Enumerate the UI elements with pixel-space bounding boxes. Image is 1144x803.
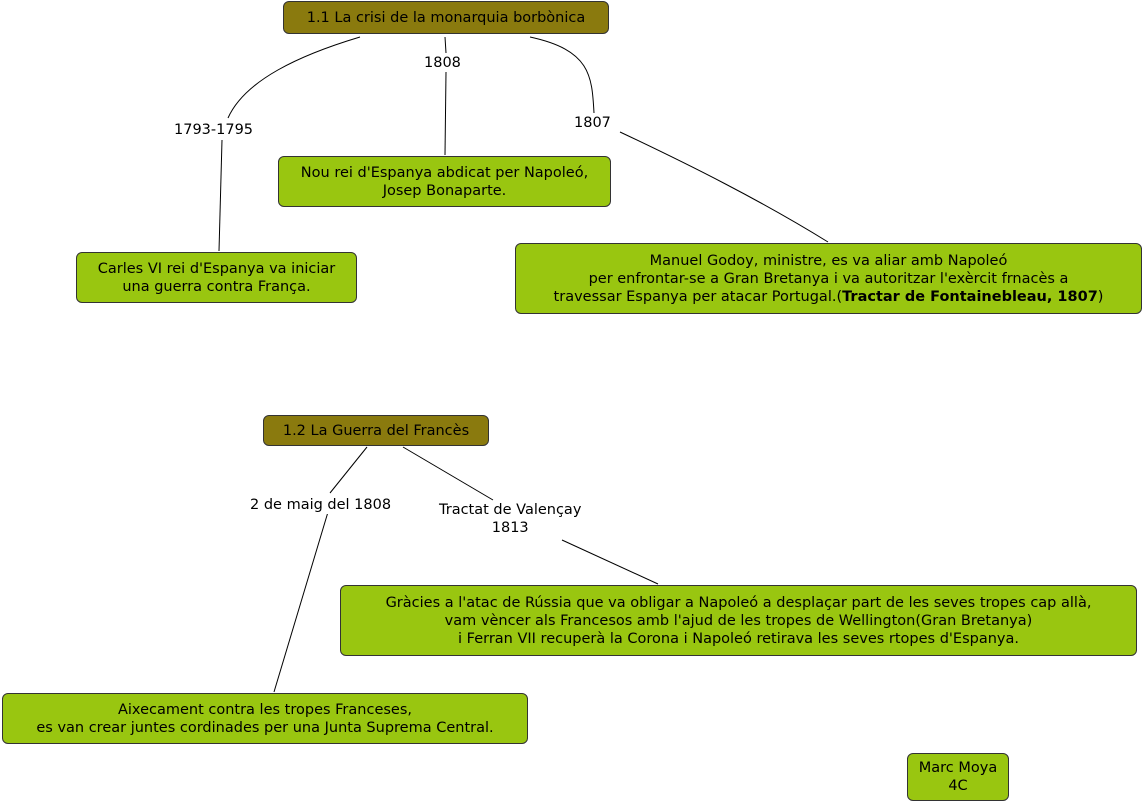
connector-crisi-1808	[444, 36, 447, 54]
node-carles-line1: Carles VI rei d'Espanya va iniciar	[97, 260, 336, 277]
topic-guerra-frances[interactable]: 1.2 La Guerra del Francès	[263, 415, 489, 446]
label-tractat-valencay: Tractat de Valençay 1813	[437, 501, 584, 537]
topic-crisi-monarquia[interactable]: 1.1 La crisi de la monarquia borbònica	[283, 1, 609, 34]
node-godoy-line3-pre: travessar Espanya per atacar Portugal.(	[553, 288, 843, 305]
connector-guerra-2maig	[329, 446, 368, 494]
label-valencay-line2: 1813	[491, 520, 529, 536]
node-author[interactable]: Marc Moya 4C	[907, 753, 1009, 801]
topic-crisi-text: 1.1 La crisi de la monarquia borbònica	[306, 9, 586, 26]
node-author-name: Marc Moya	[918, 760, 998, 776]
connector-1793-carles	[218, 139, 223, 252]
label-2-maig-text: 2 de maig del 1808	[250, 497, 392, 513]
node-aixecament-line2: es van crear juntes cordinades per una J…	[36, 719, 494, 736]
connector-crisi-1807	[529, 36, 595, 114]
node-godoy-treaty: Tractar de Fontainebleau, 1807	[842, 288, 1098, 305]
topic-guerra-text: 1.2 La Guerra del Francès	[282, 422, 470, 439]
label-2-maig-1808: 2 de maig del 1808	[248, 496, 394, 514]
node-josep-line2: Josep Bonaparte.	[382, 182, 507, 199]
node-russia-line1: Gràcies a l'atac de Rússia que va obliga…	[385, 594, 1092, 611]
node-godoy-line3-post: )	[1097, 288, 1104, 305]
node-atac-russia[interactable]: Gràcies a l'atac de Rússia que va obliga…	[340, 585, 1137, 656]
node-russia-line3: i Ferran VII recuperà la Corona i Napole…	[458, 630, 1019, 647]
label-1807: 1807	[572, 114, 613, 132]
node-carles-line2: una guerra contra França.	[122, 278, 311, 295]
label-1808: 1808	[422, 54, 463, 72]
node-aixecament-line1: Aixecament contra les tropes Franceses,	[117, 701, 413, 718]
node-godoy-line1: Manuel Godoy, ministre, es va aliar amb …	[649, 252, 1008, 269]
connector-guerra-valencay	[402, 446, 494, 501]
node-author-class: 4C	[948, 778, 968, 794]
node-josep-bonaparte[interactable]: Nou rei d'Espanya abdicat per Napoleó, J…	[278, 156, 611, 207]
connector-1808-josep	[444, 71, 447, 156]
label-valencay-line1: Tractat de Valençay	[439, 502, 582, 518]
node-godoy-line2: per enfrontar-se a Gran Bretanya i va au…	[588, 270, 1069, 287]
connector-2maig-aixecament	[273, 511, 329, 693]
node-aixecament[interactable]: Aixecament contra les tropes Franceses, …	[2, 693, 528, 744]
label-1793-1795: 1793-1795	[172, 121, 256, 139]
node-josep-line1: Nou rei d'Espanya abdicat per Napoleó,	[300, 164, 589, 181]
connector-valencay-russia	[561, 539, 659, 585]
node-carles-vi[interactable]: Carles VI rei d'Espanya va iniciar una g…	[76, 252, 357, 303]
node-manuel-godoy[interactable]: Manuel Godoy, ministre, es va aliar amb …	[515, 243, 1142, 314]
connector-crisi-1793	[227, 36, 361, 119]
node-godoy-line3: travessar Espanya per atacar Portugal.(T…	[554, 288, 1104, 306]
node-russia-line2: vam vèncer als Francesos amb l'ajud de l…	[444, 612, 1033, 629]
connector-1807-godoy	[619, 131, 829, 243]
